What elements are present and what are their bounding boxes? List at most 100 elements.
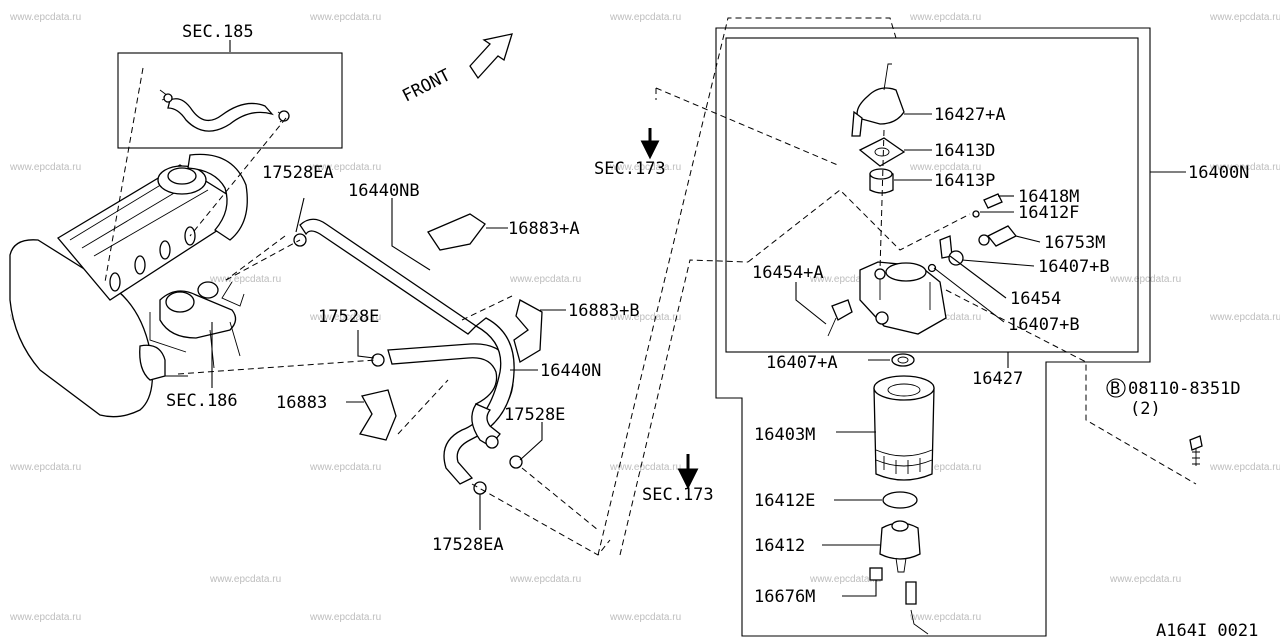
fuel-hoses — [293, 213, 543, 495]
label-16883: 16883 — [276, 393, 327, 413]
watermark: www.epcdata.ru — [309, 612, 381, 623]
plug-icon — [869, 168, 893, 180]
watermark: www.epcdata.ru — [9, 462, 81, 473]
watermark: www.epcdata.ru — [9, 162, 81, 173]
label-16427: 16427 — [972, 369, 1023, 389]
watermark: www.epcdata.ru — [1209, 12, 1280, 23]
bolt-icon — [1192, 448, 1200, 466]
label-16418m: 16418M — [1018, 187, 1079, 207]
fitting-16454a-icon — [827, 317, 837, 337]
label-16412e: 16412E — [754, 491, 815, 511]
bracket-icon — [221, 281, 245, 307]
arrow-down-icon — [677, 454, 699, 490]
clip-icon — [509, 455, 523, 469]
leader-line — [795, 282, 827, 325]
leader-line — [177, 359, 377, 375]
hose-16440nb-icon — [299, 218, 478, 335]
clamp-16883b-icon — [513, 299, 543, 363]
label-16440nb: 16440NB — [348, 181, 420, 201]
injector-icon — [109, 272, 121, 292]
filter-head-icon — [885, 262, 927, 282]
vent-tube-icon — [883, 63, 892, 91]
bolt-marker: B — [1110, 379, 1120, 399]
watermark: www.epcdata.ru — [309, 12, 381, 23]
injector-icon — [159, 240, 171, 260]
hose-return-icon — [443, 317, 515, 485]
watermark: www.epcdata.ru — [609, 462, 681, 473]
label-16454: 16454 — [1010, 289, 1061, 309]
watermark: www.epcdata.ru — [909, 12, 981, 23]
watermark: www.epcdata.ru — [309, 312, 381, 323]
label-bolt-code: 08110-8351D — [1128, 379, 1241, 399]
label-17528e-left: 17528E — [318, 307, 379, 327]
filter-element-icon — [875, 449, 933, 467]
watermark: www.epcdata.ru — [909, 462, 981, 473]
filter-lower-parts — [869, 353, 935, 635]
leader-line — [104, 67, 144, 283]
washer-icon — [927, 263, 937, 273]
watermark: www.epcdata.ru — [309, 462, 381, 473]
leader-line — [961, 259, 1035, 267]
label-sec186: SEC.186 — [166, 391, 238, 411]
label-sec173-bottom: SEC.173 — [642, 485, 714, 505]
leader-line — [461, 295, 513, 321]
hose-16676m-icon — [910, 609, 929, 635]
filter-head-icon — [879, 278, 931, 310]
label-16440n: 16440N — [540, 361, 601, 381]
hose-icon — [167, 98, 274, 132]
clip-icon — [485, 435, 499, 449]
filter-element-icon — [883, 456, 921, 474]
watermark: www.epcdata.ru — [1209, 462, 1280, 473]
watermark: www.epcdata.ru — [209, 274, 281, 285]
arrow-icon — [469, 33, 513, 80]
drain-icon — [895, 557, 907, 573]
oring-16407a-icon — [897, 356, 909, 364]
subassembly-frame — [725, 37, 1139, 353]
sediment-bowl-icon — [891, 520, 909, 532]
label-16454a: 16454+A — [752, 263, 824, 283]
label-16400n: 16400N — [1188, 163, 1249, 183]
watermark: www.epcdata.ru — [609, 312, 681, 323]
port-icon — [874, 268, 886, 280]
watermark: www.epcdata.ru — [9, 612, 81, 623]
washer-icon — [978, 234, 990, 246]
label-16413p: 16413P — [934, 171, 995, 191]
watermark: www.epcdata.ru — [9, 12, 81, 23]
leader-line — [397, 379, 449, 435]
label-17528e-right: 17528E — [504, 405, 565, 425]
front-label: FRONT — [399, 65, 454, 106]
filter-element-icon — [873, 375, 935, 401]
watermark: www.epcdata.ru — [209, 574, 281, 585]
label-leaders — [211, 40, 1186, 597]
connector-icon — [851, 110, 863, 137]
label-sec173-top: SEC.173 — [594, 159, 666, 179]
label-17528ea-bottom: 17528EA — [432, 535, 504, 555]
pump-icon — [197, 281, 219, 299]
label-16676m: 16676M — [754, 587, 815, 607]
label-bolt-qty: (2) — [1130, 399, 1161, 419]
document-code: A164I 0021 — [1156, 621, 1258, 640]
leader-line — [519, 422, 543, 461]
label-16753m: 16753M — [1044, 233, 1105, 253]
gasket-icon — [874, 147, 890, 157]
engine-cover-icon — [9, 239, 154, 418]
watermark: www.epcdata.ru — [1109, 574, 1181, 585]
watermark: www.epcdata.ru — [309, 162, 381, 173]
leader-line — [879, 129, 885, 271]
sensor-16418m-icon — [983, 193, 1003, 209]
assembly-outline — [715, 27, 1151, 637]
leader-line — [357, 330, 375, 359]
arrow-down-icon — [640, 128, 660, 160]
clip-icon — [163, 93, 173, 103]
oil-cap-icon — [167, 167, 197, 185]
label-16427a: 16427+A — [934, 105, 1006, 125]
gasket-icon — [858, 137, 906, 167]
fitting-16454a-icon — [831, 299, 853, 321]
leader-line — [225, 239, 301, 281]
watermark: www.epcdata.ru — [609, 12, 681, 23]
watermark: www.epcdata.ru — [809, 574, 881, 585]
priming-valve-icon — [856, 87, 905, 125]
bolt-icon — [1189, 435, 1203, 451]
watermark: www.epcdata.ru — [509, 274, 581, 285]
watermark: www.epcdata.ru — [909, 162, 981, 173]
